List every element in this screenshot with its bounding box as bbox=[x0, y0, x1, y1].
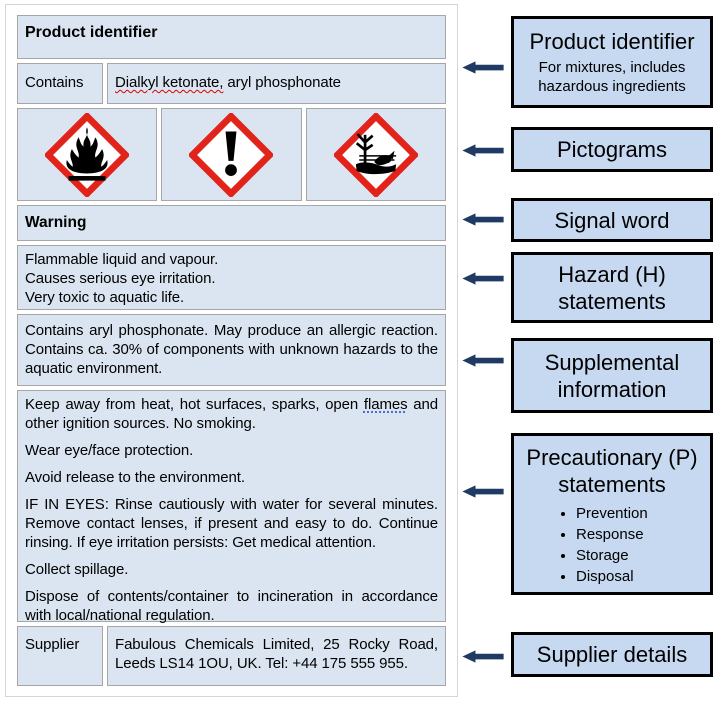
annotation-precautionary-statements: Precautionary (P) statements Prevention … bbox=[511, 433, 713, 595]
left-arrow-icon bbox=[462, 61, 504, 74]
precautionary-statement: Keep away from heat, hot surfaces, spark… bbox=[25, 395, 438, 433]
contains-value-rest: aryl phosphonate bbox=[223, 74, 341, 91]
contains-row: Contains Dialkyl ketonate, aryl phosphon… bbox=[17, 63, 446, 104]
contains-key-cell: Contains bbox=[17, 63, 103, 104]
left-arrow-icon bbox=[462, 213, 504, 226]
product-identifier-heading: Product identifier bbox=[25, 24, 158, 41]
precautionary-statement: Dispose of contents/container to inciner… bbox=[25, 588, 438, 624]
annotation-supplemental-information: Supplemental information bbox=[511, 338, 713, 413]
annotation-signal-word: Signal word bbox=[511, 198, 713, 242]
supplemental-information-section: Contains aryl phosphonate. May produce a… bbox=[17, 314, 446, 386]
pictogram-cell-exclamation bbox=[161, 108, 302, 201]
precautionary-statement: IF IN EYES: Rinse cautiously with water … bbox=[25, 496, 438, 551]
precautionary-statement: Collect spillage. bbox=[25, 561, 129, 578]
contains-label: Contains bbox=[25, 74, 84, 91]
pictograms-section bbox=[17, 108, 446, 201]
grammar-marked-text: flames bbox=[363, 396, 408, 413]
supplier-details-text: Fabulous Chemicals Limited, 25 Rocky Roa… bbox=[115, 636, 438, 672]
hazard-statement: Flammable liquid and vapour. bbox=[25, 251, 219, 268]
hazard-statements-section: Flammable liquid and vapour. Causes seri… bbox=[17, 245, 446, 310]
chemical-label: Product identifier Contains Dialkyl keto… bbox=[5, 4, 458, 697]
ghs-exclamation-icon bbox=[189, 112, 274, 197]
supplemental-text: Contains aryl phosphonate. May produce a… bbox=[25, 322, 438, 377]
annotation-subtitle: For mixtures, includes hazardous ingredi… bbox=[538, 59, 686, 95]
left-arrow-icon bbox=[462, 650, 504, 663]
pictogram-cell-environment bbox=[305, 108, 446, 201]
annotation-title: Supplier details bbox=[536, 642, 688, 667]
annotation-product-identifier: Product identifier For mixtures, include… bbox=[511, 16, 713, 108]
left-arrow-icon bbox=[462, 144, 504, 157]
supplier-label: Supplier bbox=[25, 636, 80, 653]
signal-word-section: Warning bbox=[17, 205, 446, 241]
list-item: Prevention bbox=[576, 503, 710, 524]
hazard-statement: Very toxic to aquatic life. bbox=[25, 289, 185, 306]
annotation-title: Pictograms bbox=[556, 137, 668, 162]
annotation-title: Precautionary (P) statements bbox=[526, 445, 698, 497]
annotation-title: Hazard (H) statements bbox=[558, 261, 666, 314]
left-arrow-icon bbox=[462, 272, 504, 285]
precautionary-statement: Avoid release to the environment. bbox=[25, 469, 245, 486]
hazard-statement: Causes serious eye irritation. bbox=[25, 270, 216, 287]
annotation-title: Signal word bbox=[554, 207, 670, 233]
pictogram-cell-flame bbox=[17, 108, 158, 201]
supplier-row: Supplier Fabulous Chemicals Limited, 25 … bbox=[17, 626, 446, 686]
p1-text: Keep away from heat, hot surfaces, spark… bbox=[25, 396, 364, 413]
supplier-value-cell: Fabulous Chemicals Limited, 25 Rocky Roa… bbox=[107, 626, 446, 686]
left-arrow-icon bbox=[462, 354, 504, 367]
list-item: Storage bbox=[576, 545, 710, 566]
signal-word-text: Warning bbox=[25, 214, 87, 231]
annotation-hazard-statements: Hazard (H) statements bbox=[511, 252, 713, 323]
spellcheck-marked-text: Dialkyl ketonate, bbox=[115, 74, 224, 91]
supplier-key-cell: Supplier bbox=[17, 626, 103, 686]
annotation-title: Supplemental information bbox=[544, 349, 680, 402]
product-identifier-section: Product identifier bbox=[17, 15, 446, 59]
contains-value-cell: Dialkyl ketonate, aryl phosphonate bbox=[107, 63, 446, 104]
annotation-pictograms: Pictograms bbox=[511, 127, 713, 172]
list-item: Disposal bbox=[576, 566, 710, 587]
p1-text-end: and other ignition sources. No smoking. bbox=[25, 396, 438, 432]
annotation-supplier-details: Supplier details bbox=[511, 632, 713, 677]
precautionary-statements-section: Keep away from heat, hot surfaces, spark… bbox=[17, 390, 446, 624]
list-item: Response bbox=[576, 524, 710, 545]
annotation-title: Product identifier bbox=[529, 29, 695, 54]
precautionary-types-list: Prevention Response Storage Disposal bbox=[514, 503, 710, 587]
left-arrow-icon bbox=[462, 485, 504, 498]
precautionary-statement: Wear eye/face protection. bbox=[25, 442, 194, 459]
ghs-flame-icon bbox=[45, 112, 130, 197]
ghs-environment-icon bbox=[333, 112, 418, 197]
